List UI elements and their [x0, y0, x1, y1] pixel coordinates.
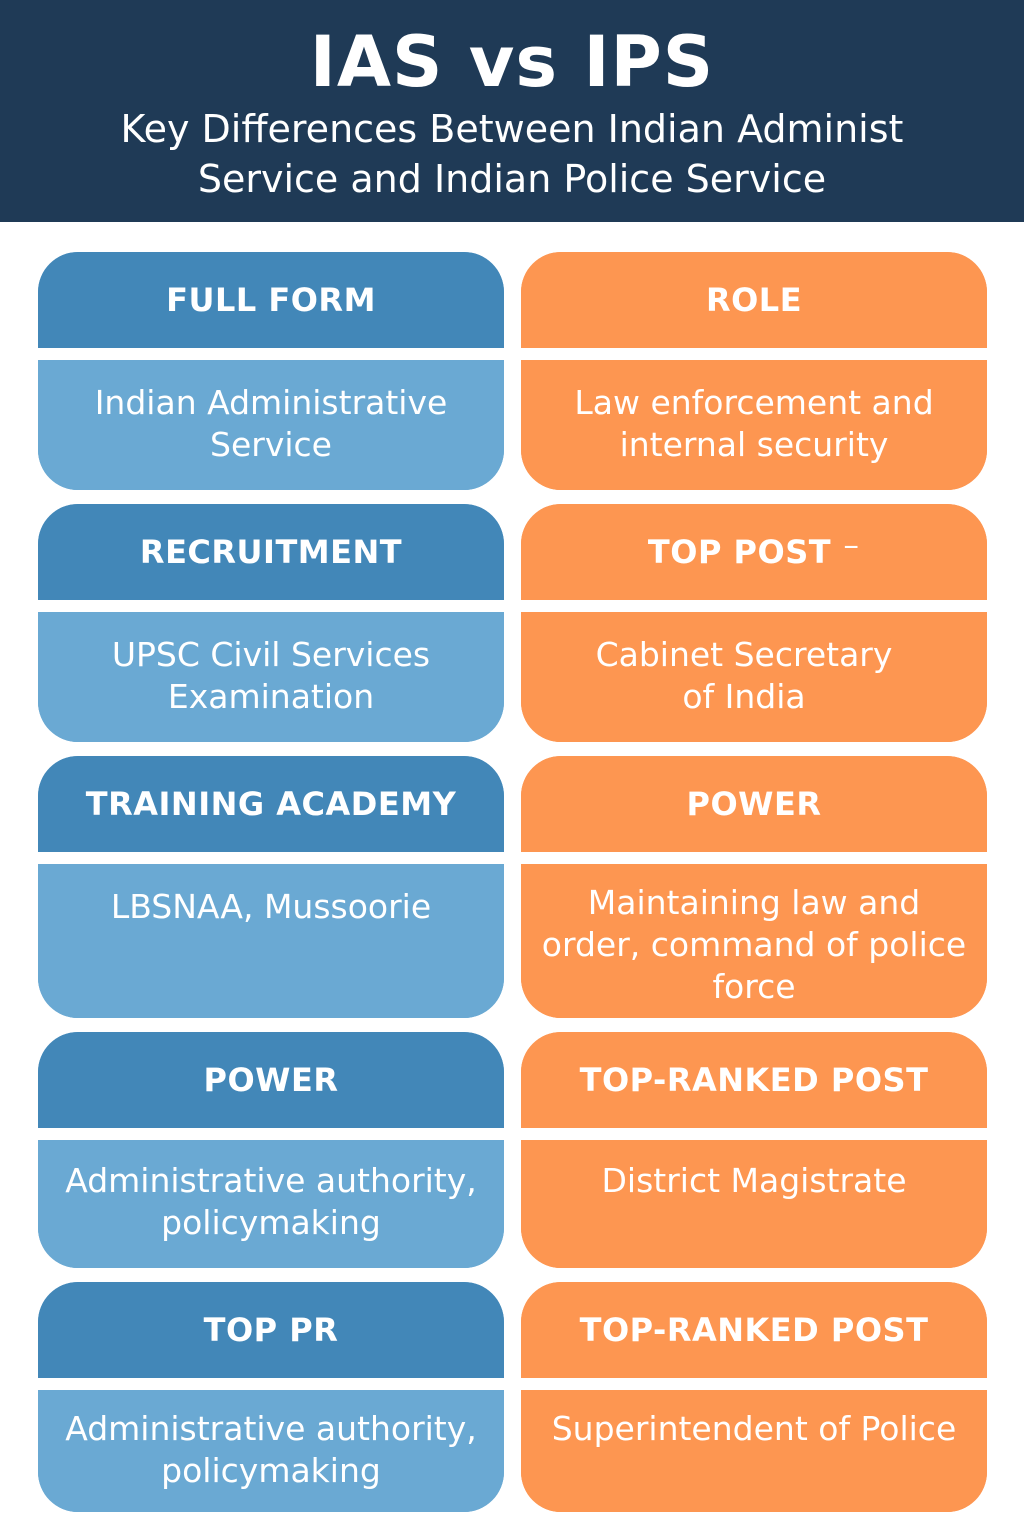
card-divider — [521, 600, 987, 612]
ias-card-recruitment: RECRUITMENT UPSC Civil Services Examinat… — [38, 504, 504, 742]
card-divider — [38, 1128, 504, 1140]
page-title: IAS vs IPS — [309, 21, 715, 103]
card-body: Law enforcement and internal security — [521, 360, 987, 490]
card-heading: TRAINING ACADEMY — [38, 756, 504, 852]
card-body: District Magistrate — [521, 1140, 987, 1268]
card-divider — [38, 348, 504, 360]
card-heading: FULL FORM — [38, 252, 504, 348]
ips-card-top-ranked-post-1: TOP-RANKED POST District Magistrate — [521, 1032, 987, 1268]
card-divider — [38, 852, 504, 864]
ias-card-power: POWER Administrative authority, policyma… — [38, 1032, 504, 1268]
card-divider — [521, 1378, 987, 1390]
card-body: Administrative authority, policymaking — [38, 1390, 504, 1512]
card-body: Indian Administrative Service — [38, 360, 504, 490]
ips-card-top-ranked-post-2: TOP-RANKED POST Superintendent of Police — [521, 1282, 987, 1512]
ips-card-role: ROLE Law enforcement and internal securi… — [521, 252, 987, 490]
card-body: Cabinet Secretary of India — [521, 612, 987, 742]
card-body: UPSC Civil Services Examination — [38, 612, 504, 742]
card-body: Superintendent of Police — [521, 1390, 987, 1512]
ips-card-top-post: TOP POST ⁻ Cabinet Secretary of India — [521, 504, 987, 742]
ips-card-power: POWER Maintaining law and order, command… — [521, 756, 987, 1018]
card-body: Administrative authority, policymaking — [38, 1140, 504, 1268]
card-heading: TOP PR — [38, 1282, 504, 1378]
card-divider — [521, 1128, 987, 1140]
header-banner: IAS vs IPS Key Differences Between India… — [0, 0, 1024, 222]
card-divider — [521, 348, 987, 360]
ias-card-full-form: FULL FORM Indian Administrative Service — [38, 252, 504, 490]
card-body: LBSNAA, Mussoorie — [38, 864, 504, 1018]
card-heading: TOP-RANKED POST — [521, 1032, 987, 1128]
ias-card-training-academy: TRAINING ACADEMY LBSNAA, Mussoorie — [38, 756, 504, 1018]
card-body: Maintaining law and order, command of po… — [521, 864, 987, 1018]
card-heading: POWER — [38, 1032, 504, 1128]
card-heading: POWER — [521, 756, 987, 852]
card-heading: RECRUITMENT — [38, 504, 504, 600]
card-divider — [38, 600, 504, 612]
card-heading: TOP POST ⁻ — [521, 504, 987, 600]
ias-card-top-pr: TOP PR Administrative authority, policym… — [38, 1282, 504, 1512]
card-divider — [521, 852, 987, 864]
card-divider — [38, 1378, 504, 1390]
page-subtitle: Key Differences Between Indian Administ … — [120, 107, 904, 201]
card-heading: TOP-RANKED POST — [521, 1282, 987, 1378]
card-heading: ROLE — [521, 252, 987, 348]
